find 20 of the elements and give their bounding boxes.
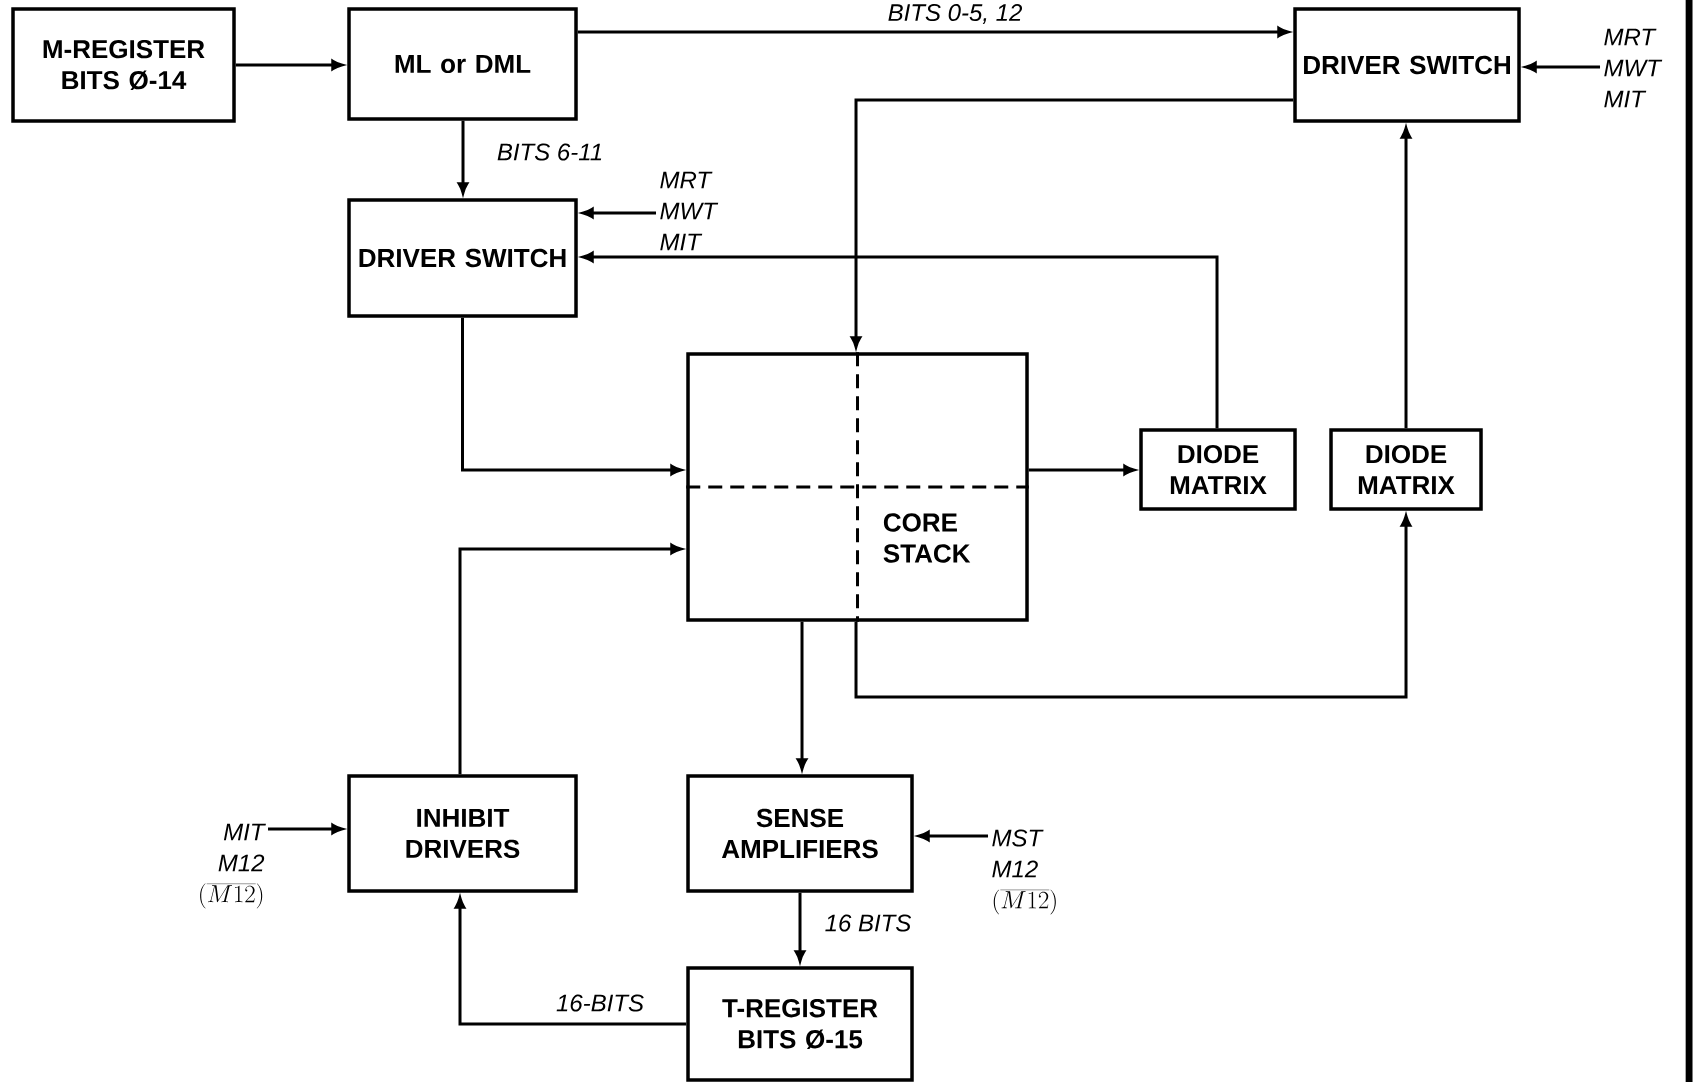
block-box: SENSE AMPLIFIERS xyxy=(686,774,914,893)
block-box: M-REGISTER BITS Ø-14 xyxy=(11,7,236,123)
edge-label: BITS 6-11 xyxy=(495,142,605,162)
block-box: DIODE MATRIX xyxy=(1139,428,1297,511)
signal-label: MRT MWT MIT xyxy=(1604,28,1663,108)
block-box: ML or DML xyxy=(347,7,578,121)
signal-label: MST M12 $(\overline{M12})$ xyxy=(992,829,1056,915)
core-stack-box: CORE STACK xyxy=(684,350,1031,624)
block-box: DRIVER SWITCH xyxy=(1293,7,1521,123)
signal-label: MRT MWT MIT xyxy=(660,171,719,251)
edge-label: 16 BITS xyxy=(823,913,913,933)
arrow xyxy=(1028,464,1136,476)
block-box: INHIBIT DRIVERS xyxy=(347,774,578,893)
arrow xyxy=(577,26,1290,38)
edge-label: BITS 0-5, 12 xyxy=(886,3,1024,25)
block-box: DIODE MATRIX xyxy=(1329,428,1483,511)
block-box: T-REGISTER BITS Ø-15 xyxy=(686,966,914,1082)
edge-label: 16-BITS xyxy=(555,993,645,1013)
block-box: DRIVER SWITCH xyxy=(347,198,578,318)
signal-label: MIT M12 $(\overline{M12})$ xyxy=(200,823,266,909)
